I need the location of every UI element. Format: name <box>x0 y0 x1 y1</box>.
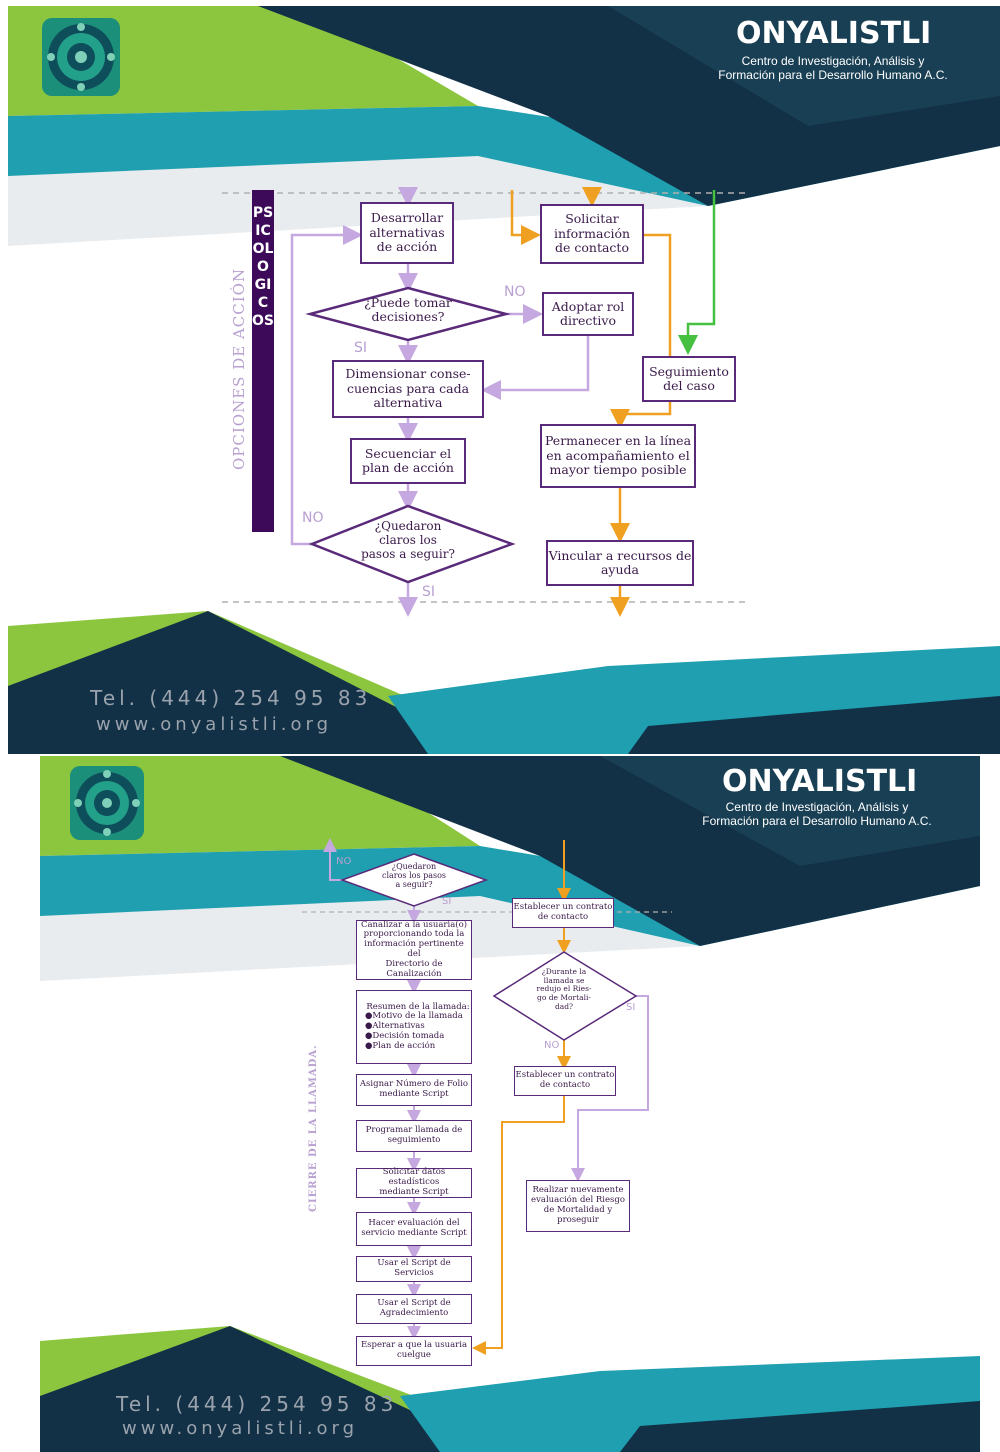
label-si-dimensionar: SI <box>354 340 368 356</box>
psicologicos-bar <box>252 190 274 532</box>
box-permanecer-linea: Permanecer en la línea en acompañamiento… <box>540 424 696 488</box>
label-no-mid: NO <box>544 1040 560 1051</box>
slide-cierre-llamada: ONYALISTLI Centro de Investigación, Anál… <box>40 756 980 1452</box>
label-no-adoptar: NO <box>504 284 526 300</box>
decision-quedaron-claros <box>339 853 489 907</box>
connector-layer <box>323 838 649 1355</box>
box-usar-script-agradecimiento: Usar el Script de Agradecimiento <box>356 1294 472 1324</box>
box-programar-llamada: Programar llamada de seguimiento <box>356 1120 472 1152</box>
box-solicitar-informacion: Solicitar información de contacto <box>540 204 644 264</box>
phone-number: Tel. (444) 254 95 83 <box>90 686 372 710</box>
brand-name: ONYALISTLI <box>722 764 918 799</box>
box-canalizar-usuaria: Canalizar a la usuaria(o) proporcionando… <box>356 920 472 980</box>
box-resumen-llamada: Resumen de la llamada: ●Motivo de la lla… <box>356 990 472 1064</box>
slide-background <box>8 6 1000 754</box>
box-establecer-contrato-1: Establecer un contrato de contacto <box>512 898 614 928</box>
box-vincular-recursos: Vincular a recursos de ayuda <box>546 540 694 586</box>
resumen-item: ●Alternativas <box>365 1021 425 1032</box>
resumen-item: ●Plan de acción <box>365 1040 436 1051</box>
decision-puede-tomar-text: ¿Puede tomar decisiones? <box>364 295 452 325</box>
connector-layer <box>290 187 716 617</box>
decision-quedaron-claros-text: ¿Quedaron claros los pasos a seguir? <box>361 519 455 561</box>
decision-quedaron-claros-text: ¿Quedaron claros los pasos a seguir? <box>381 862 447 890</box>
mandala-logo-icon <box>70 766 144 840</box>
box-solicitar-datos: Solicitar datos estadísticos mediante Sc… <box>356 1167 472 1198</box>
resumen-item: ●Motivo de la llamada <box>365 1011 463 1022</box>
decision-quedaron-claros <box>308 504 516 584</box>
label-si-right: SI <box>626 1002 636 1013</box>
box-realizar-evaluacion: Realizar nuevamente evaluación del Riesg… <box>526 1180 630 1232</box>
mandala-logo-icon <box>42 18 120 96</box>
box-secuenciar-plan: Secuenciar el plan de acción <box>350 438 466 484</box>
decision-puede-tomar <box>305 286 511 342</box>
slide-psicologicos: ONYALISTLI Centro de Investigación, Anál… <box>8 6 1000 754</box>
website-url: www.onyalistli.org <box>122 1418 359 1439</box>
box-desarrollar-alternativas: Desarrollar alternativas de acción <box>360 202 454 264</box>
decision-riesgo-mortalidad-text: ¿Durante la llamada se redujo el Ries- g… <box>536 967 592 1011</box>
phone-number: Tel. (444) 254 95 83 <box>116 1392 398 1416</box>
box-usar-script-servicios: Usar el Script de Servicios <box>356 1256 472 1282</box>
box-adoptar-rol: Adoptar rol directivo <box>542 292 634 336</box>
psicologicos-bar-text: PSICOLOGICOS <box>252 205 274 329</box>
box-dimensionar-consecuencias: Dimensionar conse- cuencias para cada al… <box>332 360 484 418</box>
decision-riesgo-mortalidad <box>492 951 638 1041</box>
label-si-top: SI <box>442 896 452 907</box>
box-esperar-cuelgue: Esperar a que la usuaria cuelgue <box>356 1336 472 1366</box>
box-asignar-folio: Asignar Número de Folio mediante Script <box>356 1074 472 1106</box>
website-url: www.onyalistli.org <box>96 714 333 735</box>
brand-name: ONYALISTLI <box>736 16 932 51</box>
box-hacer-evaluacion: Hacer evaluación del servicio mediante S… <box>356 1212 472 1246</box>
resumen-item: ●Decisión tomada <box>365 1030 445 1041</box>
box-seguimiento-caso: Seguimiento del caso <box>642 356 736 402</box>
label-no-loop: NO <box>302 510 324 526</box>
label-si-continue: SI <box>422 584 436 600</box>
label-no-top: NO <box>336 856 352 867</box>
box-establecer-contrato-2: Establecer un contrato de contacto <box>514 1066 616 1096</box>
resumen-title: Resumen de la llamada: <box>366 1001 470 1012</box>
